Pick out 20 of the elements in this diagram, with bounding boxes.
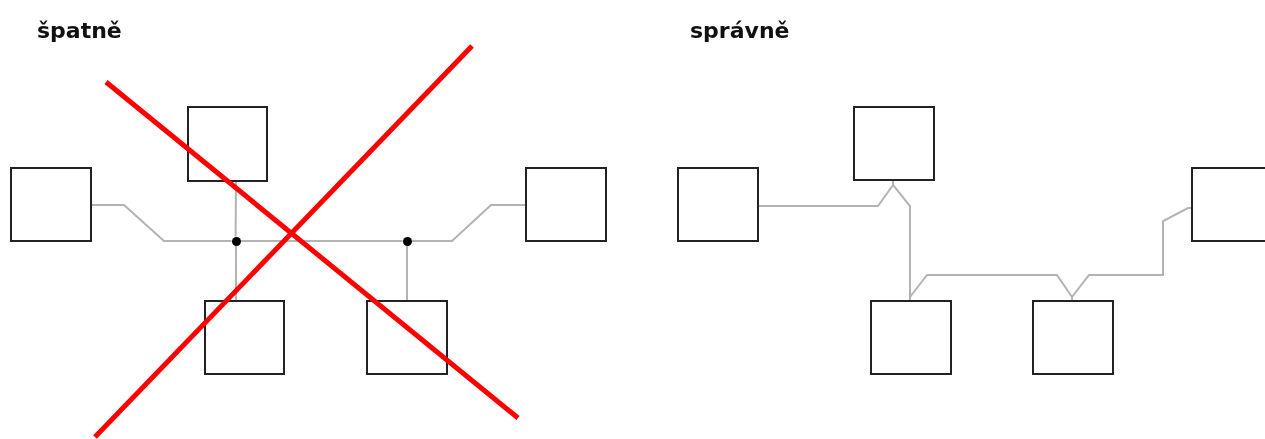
connector-line: [410, 204, 526, 242]
connector-line: [406, 244, 408, 301]
connector-line: [239, 240, 404, 242]
box: [870, 300, 952, 375]
box: [677, 167, 759, 242]
panel-heading: správně: [690, 18, 790, 43]
box: [366, 300, 448, 375]
panel-heading: špatně: [37, 18, 122, 43]
box: [204, 300, 285, 375]
connector-line: [91, 204, 233, 242]
box: [187, 106, 268, 182]
connector-line: [234, 181, 237, 238]
junction-dot: [231, 236, 241, 246]
connector-line: [235, 244, 237, 301]
box: [10, 167, 92, 242]
box: [853, 106, 935, 181]
junction-dot: [402, 236, 412, 246]
box: [1191, 167, 1265, 242]
box: [1032, 300, 1114, 375]
box: [525, 167, 607, 242]
